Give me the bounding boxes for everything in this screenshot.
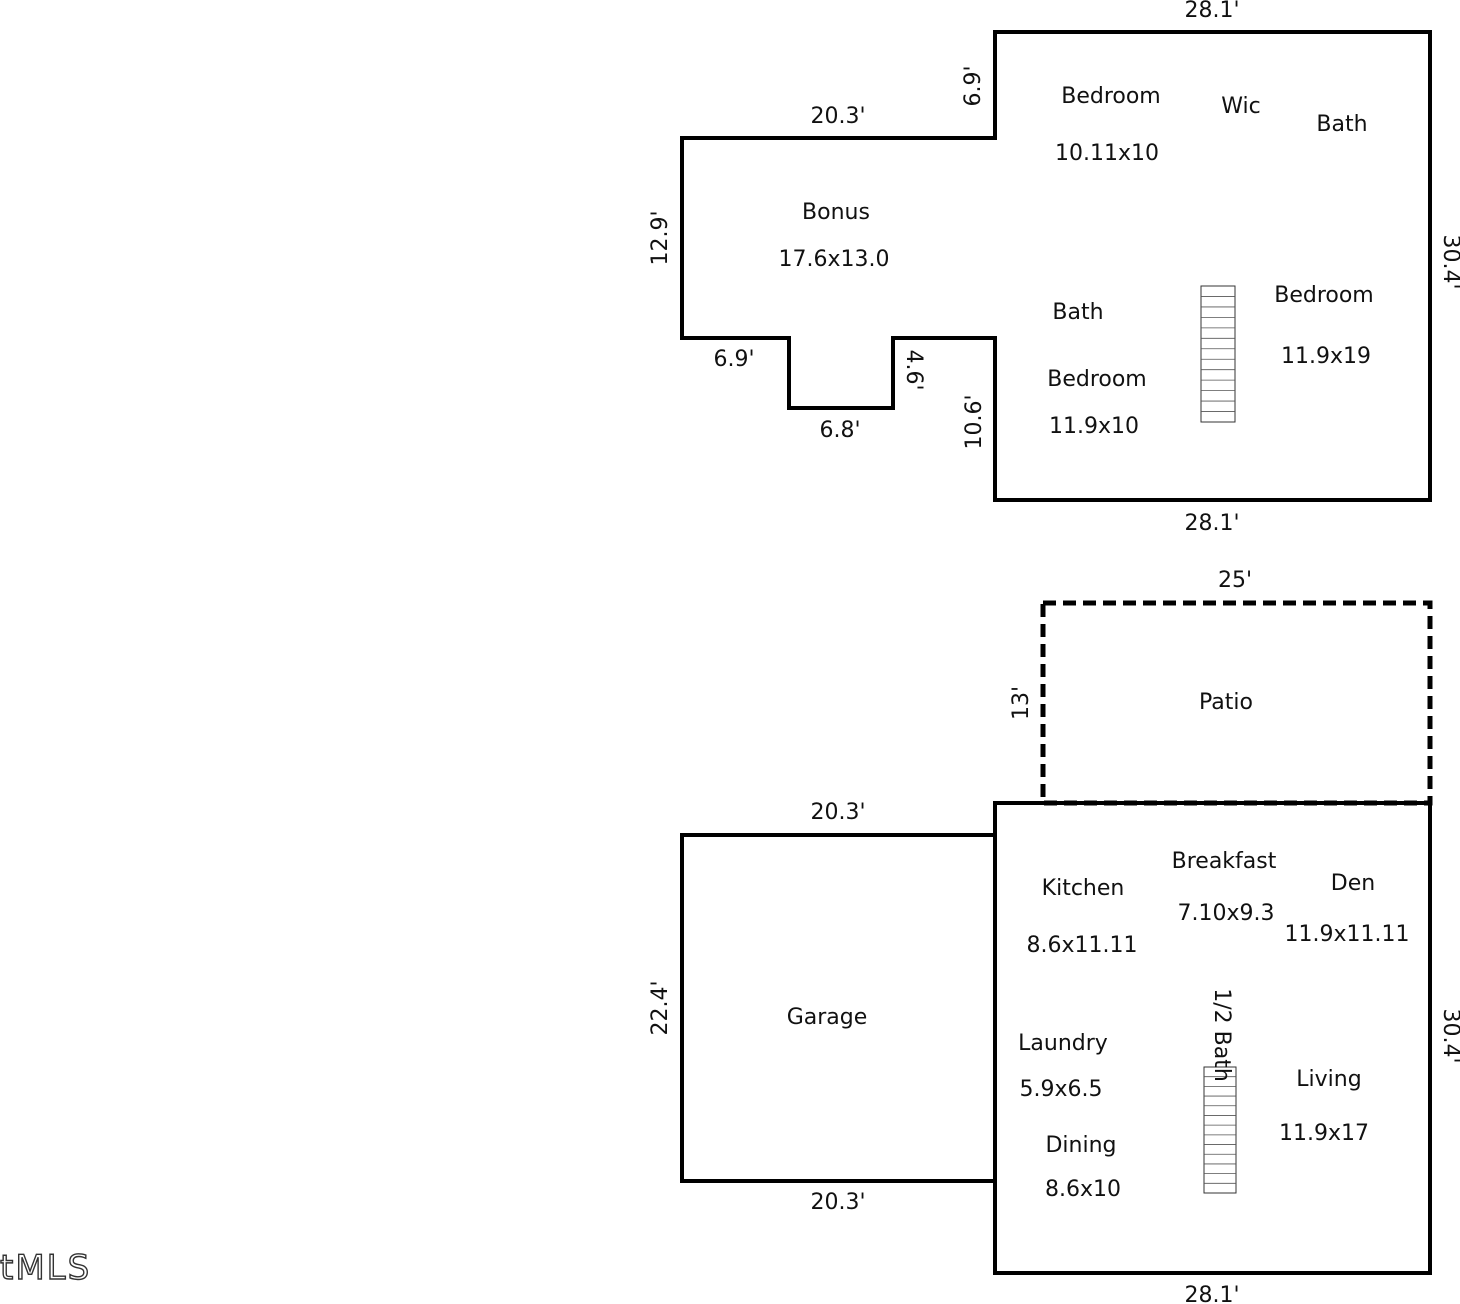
dim-patio-left: 13' xyxy=(1009,686,1034,720)
main-floor: 20.3' 22.4' 20.3' 30.4' 28.1' Garage Kit… xyxy=(648,800,1460,1304)
room-bath-a-name: Bath xyxy=(1316,112,1367,137)
room-living-name: Living xyxy=(1296,1067,1361,1092)
room-den-name: Den xyxy=(1331,871,1375,896)
room-bath-b-name: Bath xyxy=(1052,300,1103,325)
room-laundry-name: Laundry xyxy=(1018,1031,1108,1056)
room-bedroom-c-size: 11.9x10 xyxy=(1049,414,1139,439)
room-laundry-size: 5.9x6.5 xyxy=(1020,1077,1103,1102)
dim-upper-right: 30.4' xyxy=(1438,234,1460,289)
room-kitchen-name: Kitchen xyxy=(1042,876,1125,901)
dim-bump-left: 6.9' xyxy=(713,347,754,372)
dim-bump-depth: 4.6' xyxy=(901,349,926,390)
dim-bonus-top: 20.3' xyxy=(810,104,865,129)
upper-stair-treads xyxy=(1201,296,1235,412)
upper-floor-outline xyxy=(680,30,1432,502)
patio: 25' 13' Patio xyxy=(1009,568,1433,806)
dim-upper-top: 28.1' xyxy=(1184,0,1239,23)
room-patio-name: Patio xyxy=(1199,690,1253,715)
upper-stairs xyxy=(1200,285,1236,423)
house-outline xyxy=(993,801,1432,1275)
room-bonus-size: 17.6x13.0 xyxy=(779,247,890,272)
room-dining-size: 8.6x10 xyxy=(1045,1177,1121,1202)
room-den-size: 11.9x11.11 xyxy=(1285,922,1410,947)
room-breakfast-size: 7.10x9.3 xyxy=(1178,901,1275,926)
room-bedroom-c-name: Bedroom xyxy=(1047,367,1147,392)
dim-garage-top: 20.3' xyxy=(810,800,865,825)
room-dining-name: Dining xyxy=(1045,1133,1116,1158)
room-bedroom-a-size: 10.11x10 xyxy=(1055,141,1159,166)
dim-main-bottom: 28.1' xyxy=(1184,1283,1239,1304)
dim-garage-bottom: 20.3' xyxy=(810,1190,865,1215)
mls-watermark: tMLS xyxy=(0,1247,92,1288)
room-bedroom-b-name: Bedroom xyxy=(1274,283,1374,308)
dim-garage-left: 22.4' xyxy=(648,980,673,1035)
main-stairs xyxy=(1203,1066,1237,1194)
room-garage-name: Garage xyxy=(787,1005,868,1030)
dim-upper-bottom: 28.1' xyxy=(1184,511,1239,536)
room-bedroom-b-size: 11.9x19 xyxy=(1281,344,1371,369)
room-wic-name: Wic xyxy=(1221,94,1260,119)
main-stair-treads xyxy=(1204,1076,1236,1184)
dim-patio-top: 25' xyxy=(1218,568,1252,593)
dim-bonus-left: 12.9' xyxy=(648,210,673,265)
upper-floor: 28.1' 30.4' 28.1' 20.3' 6.9' 12.9' 6.9' … xyxy=(648,0,1460,536)
room-living-size: 11.9x17 xyxy=(1279,1121,1369,1146)
room-half-bath-name: 1/2 Bath xyxy=(1209,988,1234,1082)
dim-lower-left: 10.6' xyxy=(962,394,987,449)
room-bonus-name: Bonus xyxy=(802,200,870,225)
room-breakfast-name: Breakfast xyxy=(1172,849,1277,874)
dim-notch-vertical-top: 6.9' xyxy=(961,65,986,106)
dim-main-right: 30.4' xyxy=(1438,1008,1460,1063)
room-bedroom-a-name: Bedroom xyxy=(1061,84,1161,109)
room-kitchen-size: 8.6x11.11 xyxy=(1027,933,1138,958)
dim-bump-bottom: 6.8' xyxy=(819,418,860,443)
